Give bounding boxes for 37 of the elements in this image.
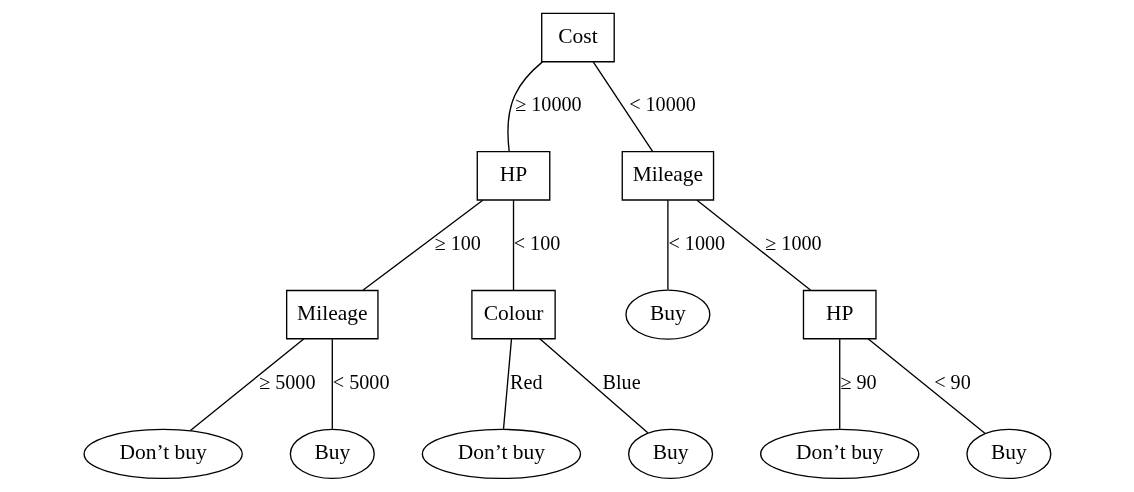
connector — [592, 61, 653, 153]
edge-label: ≥ 100 — [434, 231, 481, 254]
node-box: Mileage — [285, 289, 379, 340]
node-box: Cost — [540, 12, 615, 63]
connector — [502, 338, 512, 430]
edge-label: < 100 — [513, 231, 560, 254]
node-ellipse: Buy — [624, 289, 710, 340]
edge-label: ≥ 90 — [839, 370, 877, 393]
connector — [666, 199, 669, 291]
connector — [189, 338, 305, 432]
connector — [866, 338, 985, 434]
node-ellipse: Buy — [627, 428, 713, 480]
node-box: HP — [802, 289, 877, 340]
edge-label: < 1000 — [667, 231, 725, 254]
connector — [838, 338, 840, 430]
node-box: HP — [476, 151, 550, 201]
edge-label: ≥ 10000 — [514, 93, 582, 116]
connector — [695, 199, 811, 291]
node-ellipse: Don’t buy — [82, 428, 243, 480]
connector — [506, 61, 543, 153]
connector — [512, 199, 514, 291]
node-ellipse: Don’t buy — [759, 428, 919, 480]
connector — [331, 338, 333, 430]
node-ellipse: Buy — [289, 428, 375, 480]
edge-label: Blue — [602, 370, 641, 393]
edge-label: ≥ 1000 — [764, 231, 822, 254]
node-ellipse: Buy — [965, 428, 1051, 480]
connector — [362, 199, 483, 291]
edge-label: Red — [509, 370, 542, 393]
edge-label: ≥ 5000 — [258, 370, 315, 393]
edge-label: < 90 — [933, 370, 971, 393]
edge-label: < 5000 — [332, 370, 389, 393]
node-box: Mileage — [621, 151, 714, 201]
node-ellipse: Don’t buy — [421, 428, 581, 480]
node-box: Colour — [470, 289, 556, 340]
connector — [538, 338, 648, 434]
edge-label: < 10000 — [628, 93, 696, 116]
